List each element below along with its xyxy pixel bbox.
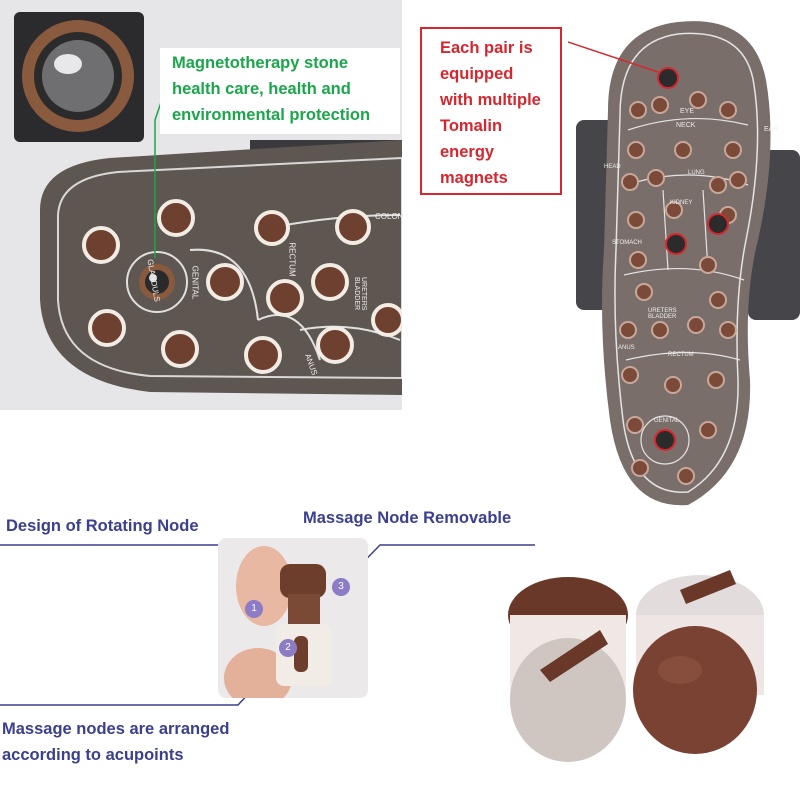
sole-label-rectum: RECTUM	[287, 242, 297, 277]
magnets-line-4: Tomalin	[440, 117, 503, 135]
magnets-callout: Each pair is equipped with multiple Toma…	[420, 27, 562, 195]
slipper-label-anus: ANUS	[618, 345, 635, 351]
slipper-label-eye: EYE	[680, 108, 695, 115]
magnets-line-3: with multiple	[440, 91, 541, 109]
slipper-label-ear: EAR	[764, 126, 779, 133]
marker-2: 2	[279, 639, 297, 657]
acupoints-caption: Massage nodes are arranged according to …	[2, 716, 229, 768]
node-closeup-drawing	[224, 546, 332, 698]
magnetotherapy-line-3: environmental protection	[172, 106, 371, 124]
slipper-label-lung: LUNG	[688, 170, 705, 176]
sole-label-genital: GENITAL	[190, 265, 200, 300]
node-components-photo	[490, 560, 790, 770]
sole-label-ureters: URETERS BLADDER	[353, 277, 367, 311]
rotating-node-caption: Design of Rotating Node	[6, 517, 199, 535]
magnets-line-5: energy	[440, 143, 495, 161]
magnetotherapy-caption: Magnetotherapy stone health care, health…	[172, 50, 370, 128]
slipper-label-kidney: KIDNEY	[670, 200, 693, 206]
marker-1: 1	[245, 600, 263, 618]
acupoints-line-2: according to acupoints	[2, 746, 184, 764]
green-caption-bg	[160, 48, 400, 134]
marker-1-label: 1	[251, 603, 257, 614]
magnets-line-2: equipped	[440, 65, 514, 83]
node-closeup-photo	[218, 538, 368, 698]
slipper-label-neck: NECK	[676, 122, 696, 129]
slipper-label-stomach: STOMACH	[612, 240, 642, 246]
magnetotherapy-line-1: Magnetotherapy stone	[172, 54, 349, 72]
magnetotherapy-line-2: health care, health and	[172, 80, 351, 98]
slipper-label-ureters: URETERS BLADDER	[648, 308, 677, 320]
marker-3: 3	[332, 578, 350, 596]
magnets-line-6: magnets	[440, 169, 508, 187]
slipper-label-head: HEAD	[604, 164, 621, 170]
slipper-label-genital: GENITAL	[654, 418, 680, 424]
slipper-drawing	[568, 21, 800, 506]
slipper-photo: EYE NECK EAR HEAD LUNG KIDNEY STOMACH UR…	[568, 0, 800, 520]
sole-label-colon: COLON	[375, 212, 404, 221]
marker-2-label: 2	[285, 642, 291, 653]
marker-3-label: 3	[338, 581, 344, 592]
slipper-label-rectum: RECTUM	[668, 352, 694, 358]
removable-caption: Massage Node Removable	[303, 509, 512, 527]
node-components-drawing	[508, 570, 764, 762]
magnets-caption: Each pair is equipped with multiple Toma…	[440, 35, 560, 191]
acupoints-line-1: Massage nodes are arranged	[2, 720, 230, 738]
magnets-line-1: Each pair is	[440, 39, 533, 57]
